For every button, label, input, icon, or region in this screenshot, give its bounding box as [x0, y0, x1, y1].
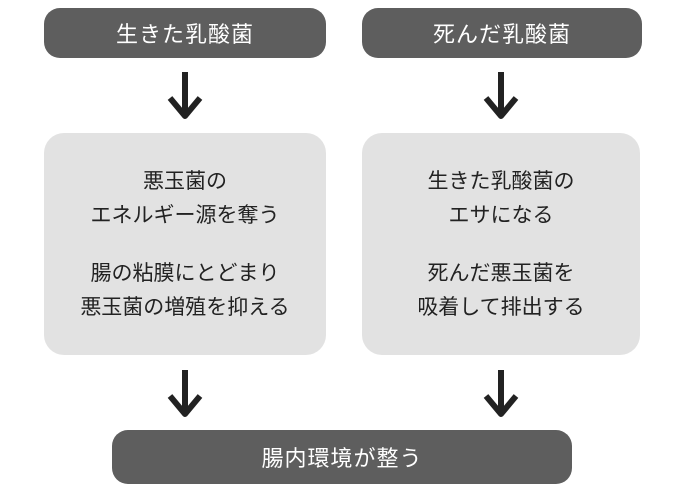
- effect-text: 悪玉菌の増殖を抑える: [80, 295, 290, 319]
- gut-environment-result-box: 腸内環境が整う: [112, 430, 572, 484]
- down-arrow-icon: [483, 72, 519, 119]
- box-label: 生きた乳酸菌: [115, 23, 254, 48]
- effect-text: 死んだ悪玉菌を: [427, 261, 575, 285]
- down-arrow-icon: [483, 370, 519, 417]
- effect-text: エネルギー源を奪う: [90, 203, 280, 227]
- effect-text: 生きた乳酸菌の: [427, 169, 575, 193]
- live-lactic-acid-bacteria-box: 生きた乳酸菌: [44, 8, 326, 58]
- down-arrow-icon: [167, 72, 203, 119]
- box-label: 死んだ乳酸菌: [432, 23, 571, 48]
- effect-text: 悪玉菌の: [143, 169, 227, 193]
- live-effects-box: 悪玉菌の エネルギー源を奪う 腸の粘膜にとどまり 悪玉菌の増殖を抑える: [44, 133, 326, 355]
- effect-text: 吸着して排出する: [417, 295, 585, 319]
- dead-effects-box: 生きた乳酸菌の エサになる 死んだ悪玉菌を 吸着して排出する: [362, 133, 640, 355]
- box-label: 腸内環境が整う: [261, 447, 423, 472]
- effect-text: エサになる: [448, 203, 554, 227]
- effect-text: 腸の粘膜にとどまり: [90, 261, 280, 285]
- dead-lactic-acid-bacteria-box: 死んだ乳酸菌: [362, 8, 642, 58]
- down-arrow-icon: [167, 370, 203, 417]
